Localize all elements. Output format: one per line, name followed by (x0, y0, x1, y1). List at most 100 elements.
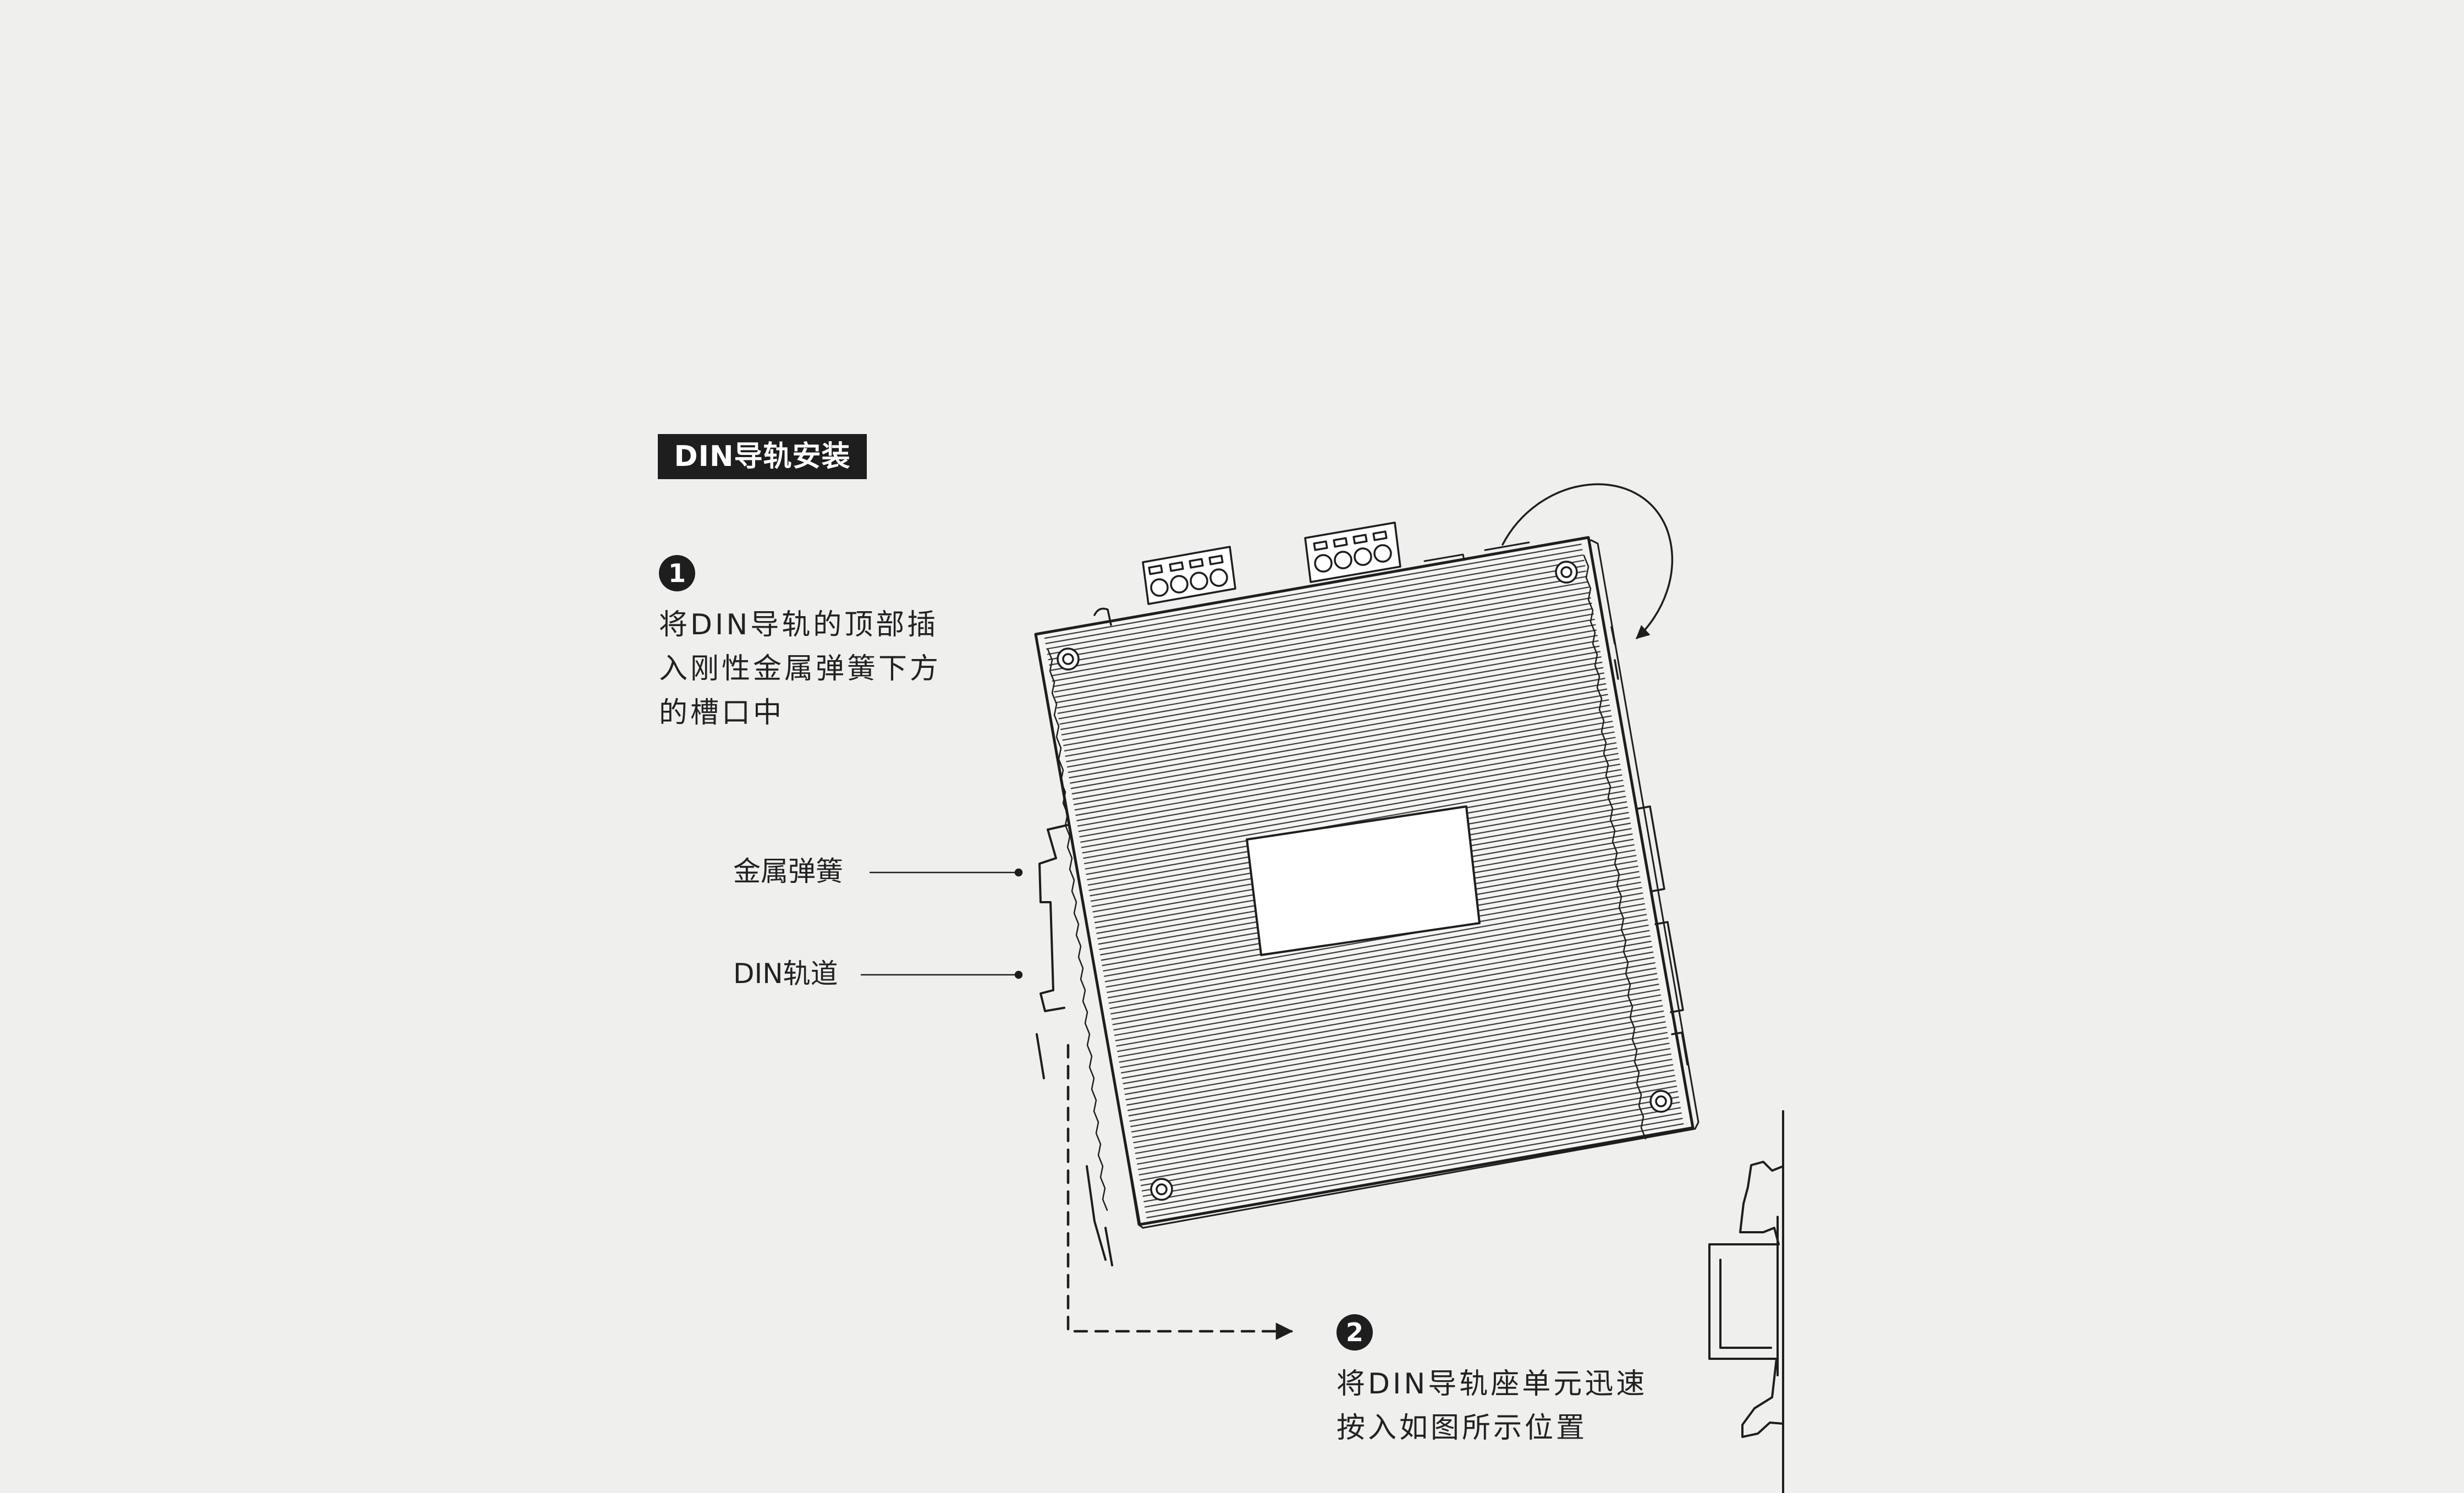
heatsink-fin (1066, 672, 1604, 768)
heatsink-fin (1077, 731, 1615, 827)
heatsink-fin (1123, 989, 1660, 1084)
heatsink-fin (1119, 967, 1657, 1063)
heatsink-fin (1081, 753, 1619, 848)
installed-din-rail-profile (1708, 1110, 1784, 1493)
heatsink-fin (1118, 962, 1656, 1058)
rail-callout-label: DIN轨道 (733, 958, 838, 990)
heatsink-fin (1127, 1016, 1665, 1111)
heatsink-fin (1113, 935, 1651, 1031)
heatsink-fin (1052, 586, 1590, 682)
heatsink-fin (1065, 661, 1603, 757)
heatsink-fin (1108, 908, 1646, 1004)
step-2-number-badge: 2 (1336, 1314, 1373, 1351)
heatsink-fin (1078, 737, 1616, 832)
heatsink-fin (1074, 715, 1612, 811)
heatsink-fin (1060, 635, 1598, 731)
heatsink-fin (1140, 1085, 1678, 1181)
heatsink-fin (1124, 994, 1662, 1090)
right-side-ports (1610, 626, 1689, 1066)
step-1-line-1: 将DIN导轨的顶部插 (659, 608, 939, 641)
heatsink-fin (1076, 726, 1614, 821)
heatsink-fin (1129, 1027, 1667, 1122)
heatsink-fin (1114, 941, 1652, 1036)
heatsink-fin (1136, 1064, 1674, 1160)
heatsink-fin (1071, 699, 1609, 795)
heatsink-fin (1061, 640, 1599, 735)
heatsink-fin (1135, 1058, 1673, 1154)
section-title-badge: DIN导轨安装 (658, 434, 867, 479)
heatsink-fin (1064, 656, 1602, 752)
heatsink-fin (1073, 710, 1612, 805)
heatsink-fin (1046, 554, 1584, 650)
step-2-line-1: 将DIN导轨座单元迅速 (1336, 1368, 1648, 1401)
heatsink-fin (1075, 721, 1613, 816)
heatsink-fin (1066, 667, 1604, 762)
heatsink-fin (1124, 1000, 1662, 1095)
heatsink-fin (1053, 597, 1591, 693)
heatsink-fin (1055, 608, 1593, 704)
heatsink-fin (1106, 892, 1643, 988)
step-1-number-badge: 1 (659, 555, 695, 591)
heatsink-fin (1120, 978, 1658, 1074)
heatsink-fin (1131, 1037, 1669, 1133)
heatsink-fin (1121, 984, 1659, 1079)
heatsink-fin (1045, 549, 1583, 644)
heatsink-fin (1143, 1107, 1681, 1203)
heatsink-fin (1116, 957, 1655, 1052)
heatsink-fin (1128, 1021, 1666, 1117)
heatsink-fin (1048, 565, 1586, 661)
heatsink-fin (1110, 919, 1648, 1015)
heatsink-fin (1133, 1048, 1671, 1144)
heatsink-fin (1080, 747, 1618, 843)
step-1-line-3: 的槽口中 (659, 696, 785, 729)
heatsink-fin (1070, 694, 1608, 789)
heatsink-fin (1132, 1042, 1670, 1138)
din-clip-bracket (1036, 824, 1113, 1266)
heatsink-fin (1138, 1080, 1676, 1176)
heatsink-fin (1070, 688, 1608, 784)
heatsink-fin (1072, 704, 1610, 800)
heatsink-fin (1126, 1010, 1664, 1106)
heatsink-fin (1079, 742, 1617, 838)
spring-callout-label: 金属弹簧 (733, 855, 843, 887)
heatsink-fin (1050, 575, 1588, 671)
heatsink-fin (1063, 651, 1601, 746)
heatsink-fin (1058, 624, 1596, 720)
heatsink-fin (1050, 581, 1588, 677)
heatsink-fin (1107, 903, 1645, 998)
top-terminal-block-right (1304, 522, 1401, 583)
heatsink-fin (1049, 570, 1587, 666)
top-terminal-block-left (1142, 546, 1236, 605)
heatsink-fin (1134, 1053, 1671, 1149)
heatsink-fin (1053, 592, 1591, 688)
corner-screws (1057, 561, 1673, 1201)
heatsink-fin (1057, 613, 1594, 709)
heatsink-fin (1083, 764, 1621, 859)
heatsink-right-edge (1583, 555, 1647, 1140)
callout-leaders (860, 868, 1023, 979)
heatsink-fin (1047, 559, 1585, 655)
heatsink-fin (1062, 645, 1600, 741)
heatsink-fin (1068, 678, 1605, 773)
heatsink-fin (1144, 1112, 1682, 1208)
dashed-move-arrow (1066, 1044, 1294, 1340)
device-label-plate (1246, 805, 1481, 956)
rotation-arrow (1502, 483, 1674, 639)
heatsink-fin (1084, 769, 1621, 864)
heatsink-fin (1115, 946, 1653, 1041)
heatsink-fin (1137, 1069, 1675, 1165)
heatsink-fin (1142, 1101, 1680, 1197)
heatsink-fin (1116, 951, 1654, 1047)
heatsink-fin (1057, 618, 1595, 714)
heatsink-fin (1120, 973, 1658, 1068)
heatsink-fin (1059, 629, 1597, 725)
step-2-line-2: 按入如图所示位置 (1336, 1412, 1588, 1445)
heatsink-fin (1140, 1091, 1678, 1187)
step-1-line-2: 入刚性金属弹簧下方 (659, 652, 942, 685)
heatsink-fin (1137, 1074, 1675, 1170)
heatsink-fin (1141, 1096, 1679, 1192)
heatsink-fin (1146, 1123, 1684, 1218)
heatsink-fin (1082, 758, 1620, 854)
heatsink-fin (1044, 544, 1582, 639)
